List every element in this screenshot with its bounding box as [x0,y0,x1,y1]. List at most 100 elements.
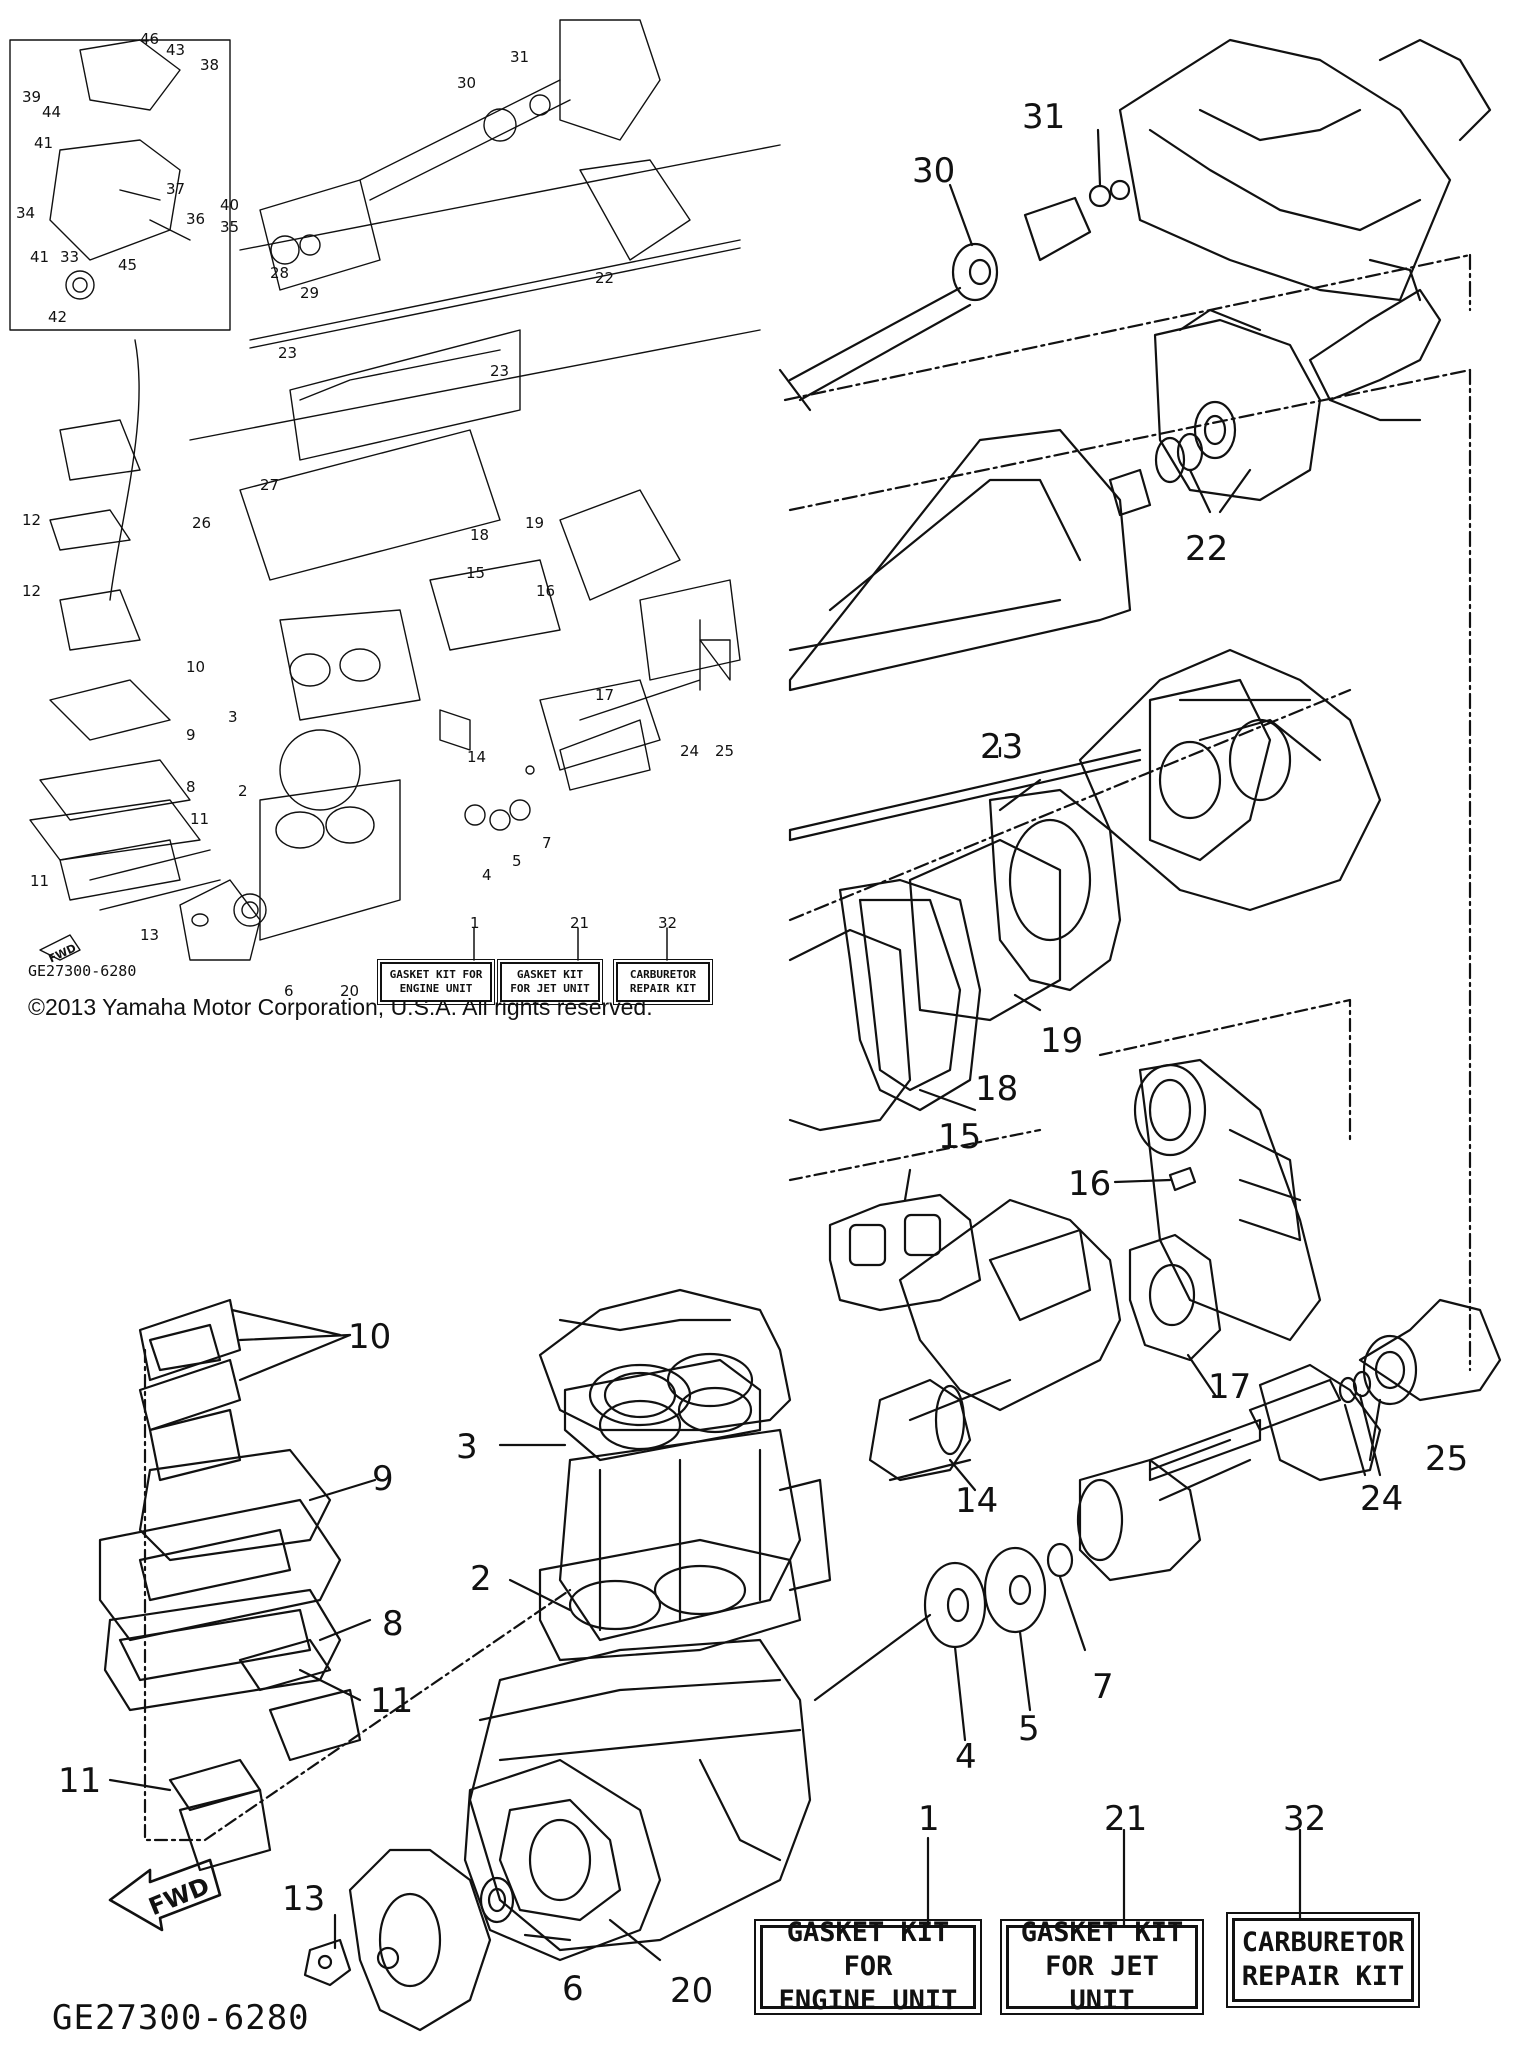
kit-box-jet-small: GASKET KIT FOR JET UNIT [497,959,603,1005]
callout: 28 [270,264,289,282]
callout: 16 [1068,1164,1111,1204]
callout: 15 [938,1117,981,1157]
kit-line2: FOR JET UNIT [510,982,590,995]
callout: 4 [955,1737,977,1777]
callout: 17 [1208,1367,1251,1407]
callout: 5 [1018,1709,1040,1749]
kit-number: 1 [918,1799,940,1839]
kit-box-engine: GASKET KIT FOR ENGINE UNIT [754,1917,982,2016]
callout: 41 [34,134,53,152]
callout: 18 [975,1069,1018,1109]
callout: 20 [670,1971,713,2011]
callout: 15 [466,564,485,582]
callout: 8 [186,778,196,796]
callout: 41 [30,248,49,266]
callout: 11 [370,1681,413,1721]
callout: 22 [1185,529,1228,569]
large-kit-numbers: 1 21 32 [918,1799,1326,1839]
kit-number: 1 [470,914,480,932]
callout: 14 [467,748,486,766]
callout: 27 [260,476,279,494]
kit-line1: GASKET KIT [1020,1917,1184,1949]
callout: 3 [456,1427,478,1467]
fwd-arrow-icon [108,1858,222,1932]
callout: 13 [140,926,159,944]
callout: 19 [525,514,544,532]
kit-line2: REPAIR KIT [1241,1961,1405,1992]
callout: 31 [510,48,529,66]
callout: 20 [340,982,359,1000]
callout: 13 [282,1879,325,1919]
callout: 4 [482,866,492,884]
callout: 19 [1040,1021,1083,1061]
kit-box-carb-small: CARBURETOR REPAIR KIT [613,959,713,1005]
callout: 23 [278,344,297,362]
callout: 23 [490,362,509,380]
callout: 35 [220,218,239,236]
kit-number: 21 [1104,1799,1147,1839]
callout: 2 [470,1559,492,1599]
callout: 44 [42,103,61,121]
callout: 23 [980,727,1023,767]
callout: 25 [1425,1439,1468,1479]
kit-line1: CARBURETOR [1241,1927,1405,1959]
kit-line1: GASKET KIT FOR [389,968,483,982]
kit-line1: GASKET KIT FOR [786,1917,950,1983]
kit-line2: ENGINE UNIT [399,982,473,995]
callout: 8 [382,1604,404,1644]
callout: 16 [536,582,555,600]
callout: 9 [372,1459,394,1499]
callout: 9 [186,726,196,744]
callout: 17 [595,686,614,704]
callout: 24 [680,742,699,760]
callout: 29 [300,284,319,302]
large-view [98,38,1502,2032]
callout: 46 [140,30,159,48]
callout: 39 [22,88,41,106]
callout: 3 [228,708,238,726]
kit-number: 21 [570,914,589,932]
kit-box-carb: CARBURETOR REPAIR KIT [1226,1912,1420,2008]
callout: 10 [348,1317,391,1357]
callout: 11 [190,810,209,828]
callout: 38 [200,56,219,74]
callout: 14 [955,1481,998,1521]
callout: 5 [512,852,522,870]
callout: 25 [715,742,734,760]
callout: 10 [186,658,205,676]
kit-line2: FOR JET UNIT [1045,1951,1159,2016]
kit-box-engine-small: GASKET KIT FOR ENGINE UNIT [377,959,495,1005]
callout: 30 [912,151,955,191]
callout: 2 [238,782,248,800]
callout: 7 [1092,1667,1114,1707]
kit-number: 32 [1283,1799,1326,1839]
callout: 40 [220,196,239,214]
kit-line2: ENGINE UNIT [778,1984,958,2016]
callout: 30 [457,74,476,92]
thumbnail-kit-numbers: 1 21 32 [470,914,677,932]
callout: 26 [192,514,211,532]
kit-line1: CARBURETOR [629,968,697,982]
callout: 34 [16,204,35,222]
callout: 11 [58,1761,101,1801]
kit-line1: GASKET KIT [516,968,584,982]
callout: 12 [22,582,41,600]
kit-box-jet: GASKET KIT FOR JET UNIT [1000,1917,1204,2016]
callout: 33 [60,248,79,266]
thumbnail-callouts: 46 43 38 39 44 41 37 40 34 36 35 41 33 4… [16,30,734,1000]
callout: 31 [1022,97,1065,137]
thumbnail-view [9,19,781,961]
callout: 12 [22,511,41,529]
callout: 22 [595,269,614,287]
callout: 37 [166,180,185,198]
kit-line2: REPAIR KIT [629,982,697,995]
kit-number: 32 [658,914,677,932]
callout: 45 [118,256,137,274]
callout: 36 [186,210,205,228]
large-callouts: 31 30 22 23 19 18 15 16 17 25 24 14 10 3… [58,97,1468,2011]
callout: 11 [30,872,49,890]
callout: 43 [166,41,185,59]
callout: 24 [1360,1479,1403,1519]
